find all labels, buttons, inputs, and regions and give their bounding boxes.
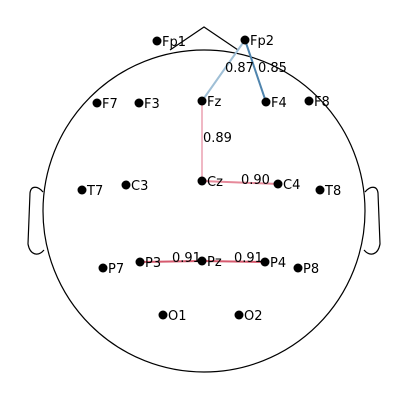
electrode-pz: Pz <box>197 255 222 270</box>
electrode-dot <box>135 257 145 267</box>
connection-fp2-f4 <box>244 39 267 103</box>
electrode-label: O2 <box>244 309 263 324</box>
left-ear <box>27 186 45 255</box>
electrode-dot <box>92 98 102 108</box>
electrode-label: F8 <box>314 95 330 110</box>
electrode-fp2: Fp2 <box>240 34 274 49</box>
electrode-dot <box>197 176 207 186</box>
electrode-dot <box>234 310 244 320</box>
electrode-dot <box>134 98 144 108</box>
electrode-dot <box>293 263 303 273</box>
electrode-o1: O1 <box>158 309 187 324</box>
electrode-t7: T7 <box>77 184 103 199</box>
electrode-fp1: Fp1 <box>152 35 186 50</box>
electrode-label: Cz <box>207 175 223 190</box>
electrode-c3: C3 <box>121 179 148 194</box>
electrode-label: F3 <box>144 97 160 112</box>
electrode-f8: F8 <box>304 95 330 110</box>
connection-fp2-fz <box>201 39 246 102</box>
nose <box>169 26 239 51</box>
scalp-circle <box>42 49 366 373</box>
electrode-dot <box>261 97 271 107</box>
electrode-label: Fz <box>207 95 221 110</box>
connection-cz-c4 <box>201 180 279 185</box>
electrode-cz: Cz <box>197 175 223 190</box>
electrode-t8: T8 <box>315 184 341 199</box>
electrode-o2: O2 <box>234 309 263 324</box>
right-ear <box>363 186 381 255</box>
electrode-dot <box>197 256 207 266</box>
electrode-label: O1 <box>168 309 187 324</box>
connection-weight-label: 0.87 <box>225 61 254 76</box>
electrode-label: P8 <box>303 262 319 277</box>
electrode-label: C3 <box>131 179 148 194</box>
electrode-dot <box>197 96 207 106</box>
electrode-dot <box>273 179 283 189</box>
electrode-dot <box>315 185 325 195</box>
connection-weight-label: 0.91 <box>234 251 263 266</box>
electrode-dot <box>158 310 168 320</box>
connection-weight-label: 0.90 <box>241 173 270 188</box>
electrode-dot <box>260 257 270 267</box>
connection-weight-label: 0.85 <box>258 61 287 76</box>
electrode-p4: P4 <box>260 256 286 271</box>
electrode-label: Pz <box>207 255 222 270</box>
electrode-label: C4 <box>283 178 300 193</box>
electrode-label: T7 <box>86 184 103 199</box>
electrode-dot <box>152 36 162 46</box>
electrode-f3: F3 <box>134 97 160 112</box>
electrode-dot <box>240 35 250 45</box>
connection-weight-label: 0.89 <box>203 131 232 146</box>
head-outline <box>27 26 381 373</box>
electrode-c4: C4 <box>273 178 300 193</box>
electrode-label: P3 <box>145 256 161 271</box>
electrode-p7: P7 <box>98 262 124 277</box>
electrode-dot <box>304 96 314 106</box>
electrode-label: P7 <box>108 262 124 277</box>
electrode-f4: F4 <box>261 96 287 111</box>
electrode-label: F4 <box>271 96 287 111</box>
electrode-label: T8 <box>324 184 341 199</box>
electrode-f7: F7 <box>92 97 118 112</box>
electrode-label: Fp1 <box>162 35 186 50</box>
connection-p3-pz <box>139 260 203 263</box>
electrode-dot <box>77 185 87 195</box>
electrode-p8: P8 <box>293 262 319 277</box>
electrode-dot <box>98 263 108 273</box>
connection-weight-label: 0.91 <box>172 251 201 266</box>
connection-pz-p4 <box>201 260 266 263</box>
electrode-dot <box>121 180 131 190</box>
electrode-p3: P3 <box>135 256 161 271</box>
electrode-fz: Fz <box>197 95 221 110</box>
electrode-label: P4 <box>270 256 286 271</box>
electrode-label: F7 <box>102 97 118 112</box>
electrode-label: Fp2 <box>250 34 274 49</box>
